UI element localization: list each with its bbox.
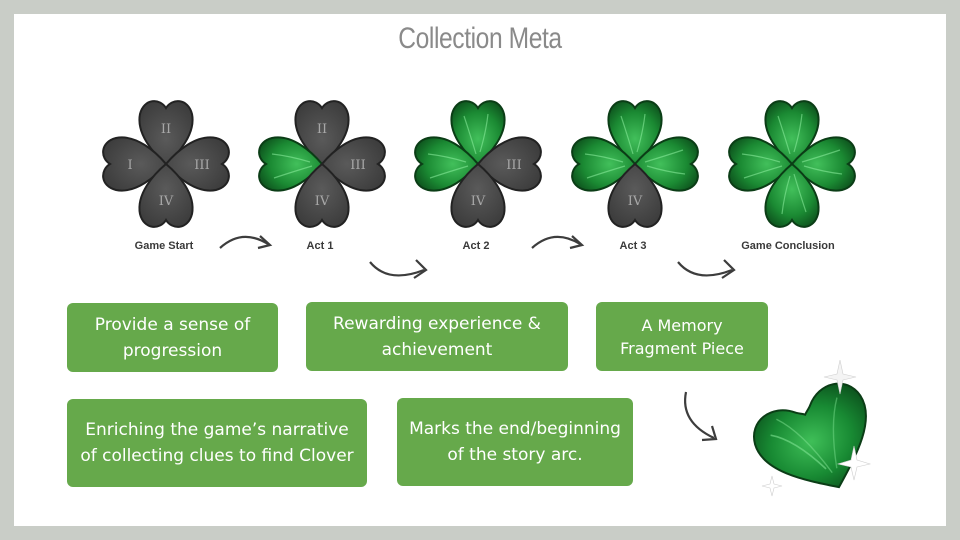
progression-box: Provide a sense of progression (67, 303, 278, 372)
curved-arrow-icon (531, 235, 585, 250)
curved-arrow-down-icon (684, 391, 718, 442)
narrative-text: Enriching the game’s narrative of collec… (80, 420, 354, 466)
memory-fragment-leaf-icon (753, 360, 872, 497)
rewarding-text: Rewarding experience & achievement (333, 313, 541, 360)
clover-leaf-highlight (463, 113, 489, 155)
clover-leaf-highlight (584, 153, 626, 179)
clover-leaf-right-empty (476, 136, 542, 192)
clover-leaf-highlight (427, 153, 469, 179)
curved-arrow-icon (369, 259, 428, 279)
progression-text: Provide a sense of progression (94, 314, 251, 361)
stage-label-game-start: Game Start (134, 240, 194, 252)
clover-leaf-highlight (741, 153, 783, 179)
clover-leaf-bottom-empty (450, 162, 506, 228)
stage-label-act-2: Act 2 (462, 240, 490, 252)
clover-leaf-left-empty (102, 136, 168, 192)
clover-numeral: IV (159, 194, 174, 209)
clover-numeral: IV (471, 194, 486, 209)
clover-leaf-highlight (781, 173, 807, 215)
clover-numeral: II (161, 122, 171, 137)
clover-leaf-highlight (777, 113, 803, 155)
clover-numeral: IV (628, 194, 643, 209)
clover-leaf-bottom-empty (294, 162, 350, 228)
clover-numeral: III (350, 158, 365, 173)
clover-leaf-right-empty (164, 136, 230, 192)
clover-leaf-bottom-empty (138, 162, 194, 228)
clover-act-2-icon: III IV (414, 100, 542, 228)
clover-numeral: IV (315, 194, 330, 209)
curved-arrow-icon (219, 235, 273, 250)
clover-leaf-highlight (644, 149, 686, 175)
story-arc-box: Marks the end/beginning of the story arc… (397, 398, 633, 486)
clover-numeral: II (317, 122, 327, 137)
stage-label-game-conclusion: Game Conclusion (741, 240, 835, 252)
memory-fragment-text: A Memory Fragment Piece (620, 315, 744, 358)
clover-numeral: III (506, 158, 521, 173)
clover-numeral: I (127, 158, 132, 173)
memory-fragment-box: A Memory Fragment Piece (596, 302, 768, 371)
curved-arrow-icon (677, 259, 736, 279)
clover-leaf-highlight (801, 149, 843, 175)
clover-leaf-top-empty (294, 100, 350, 166)
stage-label-act-1: Act 1 (306, 240, 334, 252)
stage-label-act-3: Act 3 (619, 240, 647, 252)
clover-leaf-highlight (271, 153, 313, 179)
rewarding-box: Rewarding experience & achievement (306, 302, 568, 371)
story-arc-text: Marks the end/beginning of the story arc… (409, 419, 621, 465)
page-title: Collection Meta (398, 22, 562, 55)
narrative-box: Enriching the game’s narrative of collec… (67, 399, 367, 487)
clover-leaf-highlight (620, 113, 646, 155)
clover-leaf-top-empty (138, 100, 194, 166)
clover-leaf-right-empty (320, 136, 386, 192)
clover-leaf-bottom-empty (607, 162, 663, 228)
clover-numeral: III (194, 158, 209, 173)
clover-act-3-icon: IV (571, 100, 699, 228)
clover-game-conclusion-icon (728, 100, 856, 228)
